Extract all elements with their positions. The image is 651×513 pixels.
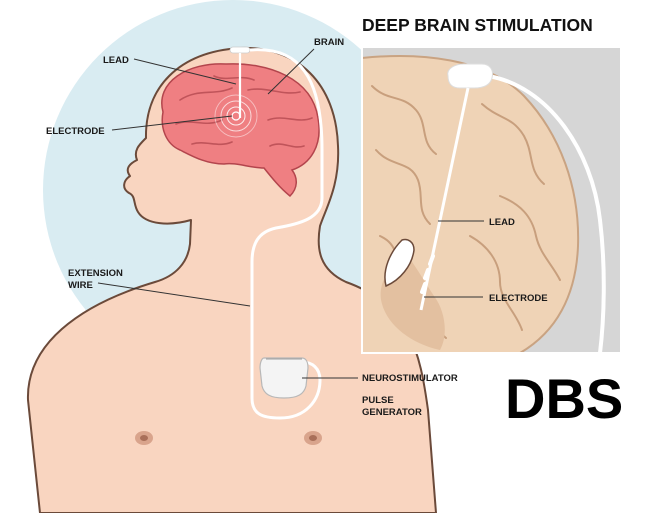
inset-label-lead: LEAD (489, 217, 515, 228)
label-brain: BRAIN (314, 37, 344, 48)
label-extension-wire-line1: EXTENSION (68, 268, 123, 279)
burr-hole-cap (230, 47, 250, 53)
diagram-title: DEEP BRAIN STIMULATION (362, 15, 593, 35)
inset-label-electrode: ELECTRODE (489, 293, 548, 304)
label-neurostimulator: NEUROSTIMULATOR (362, 373, 458, 384)
inset-burr-cap (448, 64, 493, 88)
label-pulse-generator-line1: PULSE (362, 395, 394, 406)
label-extension-wire-line2: WIRE (68, 280, 93, 291)
dbs-acronym: DBS (505, 367, 623, 430)
label-pulse-generator-line2: GENERATOR (362, 407, 422, 418)
label-lead: LEAD (103, 55, 129, 66)
label-electrode: ELECTRODE (46, 126, 105, 137)
brain-cross-section-inset (362, 47, 621, 353)
pulse-generator (260, 358, 308, 398)
